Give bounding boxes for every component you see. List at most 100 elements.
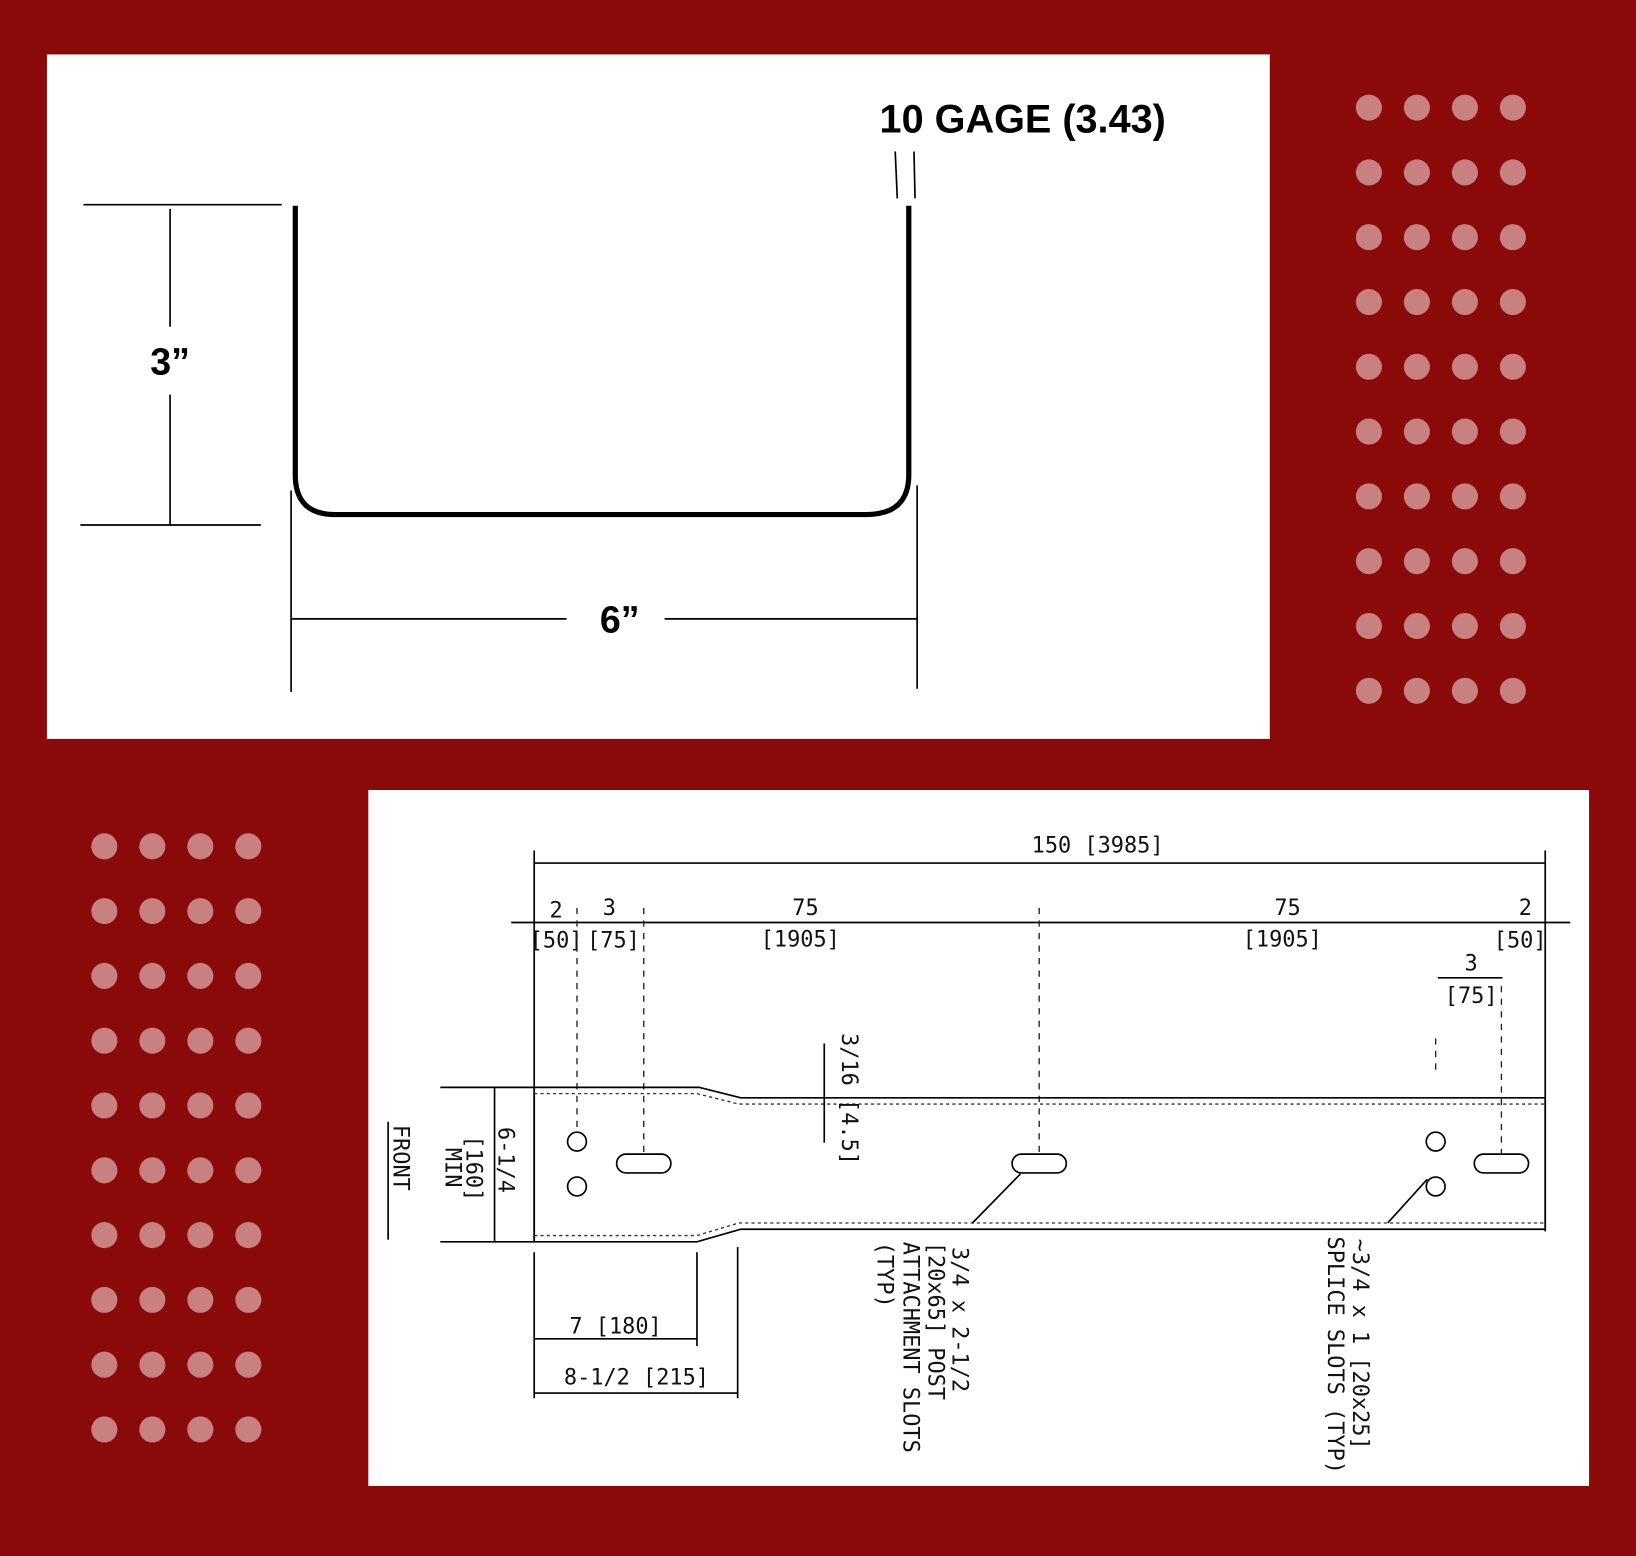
decorative-dot xyxy=(91,1351,118,1378)
decorative-dot xyxy=(1499,288,1526,316)
post-slot xyxy=(1473,1153,1530,1174)
decorative-dot xyxy=(1499,483,1526,510)
channel-profile-panel: 10 GAGE (3.43) 3” 6” xyxy=(46,54,1270,739)
taper-dimension: 7 [180] xyxy=(569,1315,661,1340)
decorative-dot xyxy=(91,1157,118,1184)
decorative-dot xyxy=(235,898,262,925)
decorative-dot xyxy=(1355,353,1382,380)
decorative-dot xyxy=(1403,677,1430,704)
decorative-dot xyxy=(1451,483,1478,510)
decorative-dot xyxy=(91,1092,118,1119)
splice-offset-mm: [75] xyxy=(1445,984,1498,1009)
post-slot xyxy=(615,1153,672,1174)
segment-in: 3 xyxy=(603,896,616,921)
decorative-dot xyxy=(1451,418,1478,445)
splice-hole xyxy=(566,1176,588,1197)
thickness-label: 3/16 [4.5] xyxy=(836,1033,861,1165)
taper-dimension: 8-1/2 [215] xyxy=(564,1366,709,1391)
post-slot-note: (TYP) xyxy=(871,1242,896,1308)
splice-hole xyxy=(1425,1131,1446,1152)
splice-slot-note: ~3/4 x 1 [20x25] xyxy=(1347,1239,1372,1450)
decorative-dot xyxy=(1403,483,1430,510)
decorative-dot xyxy=(139,833,166,860)
decorative-dot xyxy=(1451,224,1478,251)
channel-profile xyxy=(292,205,912,518)
decorative-dot xyxy=(1403,548,1430,575)
segment-mm: [1905] xyxy=(761,928,840,953)
decorative-dot xyxy=(1499,159,1526,186)
decorative-dot xyxy=(139,898,166,925)
height-label: 3” xyxy=(150,341,190,383)
decorative-dot xyxy=(91,962,118,989)
decorative-dot xyxy=(187,898,214,925)
decorative-dot xyxy=(91,1222,118,1249)
decorative-dot xyxy=(235,1286,262,1313)
decorative-dot xyxy=(1403,94,1430,121)
decorative-dot xyxy=(1403,288,1430,316)
decorative-dot xyxy=(1403,224,1430,251)
decorative-dot xyxy=(1451,677,1478,704)
height-in: 6-1/4 xyxy=(493,1127,518,1193)
segment-in: 2 xyxy=(550,898,563,923)
decorative-dot xyxy=(139,1222,166,1249)
decorative-dot xyxy=(187,833,214,860)
decorative-dot xyxy=(91,833,118,860)
decorative-dot xyxy=(1499,353,1526,380)
decorative-dot xyxy=(235,1222,262,1249)
decorative-dot xyxy=(187,1027,214,1054)
post-slot xyxy=(1011,1153,1068,1174)
splice-hole xyxy=(1425,1176,1446,1197)
decorative-dot xyxy=(1451,353,1478,380)
decorative-dot xyxy=(1403,353,1430,380)
decorative-dot xyxy=(1355,418,1382,445)
decorative-dot xyxy=(187,1351,214,1378)
decorative-dot xyxy=(1355,677,1382,704)
decorative-dot xyxy=(139,1286,166,1313)
decorative-dot xyxy=(1451,159,1478,186)
rail-outline xyxy=(533,1086,1547,1243)
segment-mm: [75] xyxy=(587,929,640,954)
decorative-dot xyxy=(187,1222,214,1249)
front-label: FRONT xyxy=(387,1125,412,1191)
decorative-dot xyxy=(1355,159,1382,186)
gage-tick xyxy=(894,151,899,199)
gage-tick xyxy=(913,151,916,199)
decorative-dot xyxy=(139,1416,166,1443)
height-note: MIN xyxy=(440,1148,465,1188)
post-slot-note: ATTACHMENT SLOTS xyxy=(898,1242,923,1453)
decorative-dot xyxy=(1451,288,1478,316)
decorative-dot xyxy=(1451,612,1478,640)
decorative-dot xyxy=(139,1027,166,1054)
segment-in: 75 xyxy=(792,896,818,921)
decorative-dot xyxy=(139,1092,166,1119)
decorative-dot xyxy=(187,962,214,989)
dot-pattern-left xyxy=(91,833,262,1443)
decorative-dot xyxy=(235,1157,262,1184)
decorative-dot xyxy=(1355,288,1382,316)
decorative-dot xyxy=(1499,418,1526,445)
decorative-dot xyxy=(1499,94,1526,121)
height-mm: [160] xyxy=(460,1135,485,1201)
decorative-dot xyxy=(1451,94,1478,121)
decorative-dot xyxy=(1403,418,1430,445)
splice-offset-in: 3 xyxy=(1465,952,1478,977)
decorative-dot xyxy=(1499,224,1526,251)
post-slot-note: 3/4 x 2-1/2 xyxy=(947,1247,972,1392)
decorative-dot xyxy=(1403,159,1430,186)
decorative-dot xyxy=(1355,483,1382,510)
decorative-dot xyxy=(91,1286,118,1313)
decorative-dot xyxy=(187,1092,214,1119)
decorative-dot xyxy=(91,1027,118,1054)
decorative-dot xyxy=(91,898,118,925)
gage-label: 10 GAGE (3.43) xyxy=(880,98,1166,142)
decorative-dot xyxy=(1355,224,1382,251)
decorative-dot xyxy=(139,962,166,989)
segment-in: 75 xyxy=(1274,896,1300,921)
decorative-dot xyxy=(91,1416,118,1443)
decorative-dot xyxy=(1355,94,1382,121)
decorative-dot xyxy=(1355,548,1382,575)
overall-length: 150 [3985] xyxy=(1032,834,1164,859)
decorative-dot xyxy=(187,1286,214,1313)
segment-mm: [50] xyxy=(530,929,583,954)
decorative-dot xyxy=(139,1351,166,1378)
